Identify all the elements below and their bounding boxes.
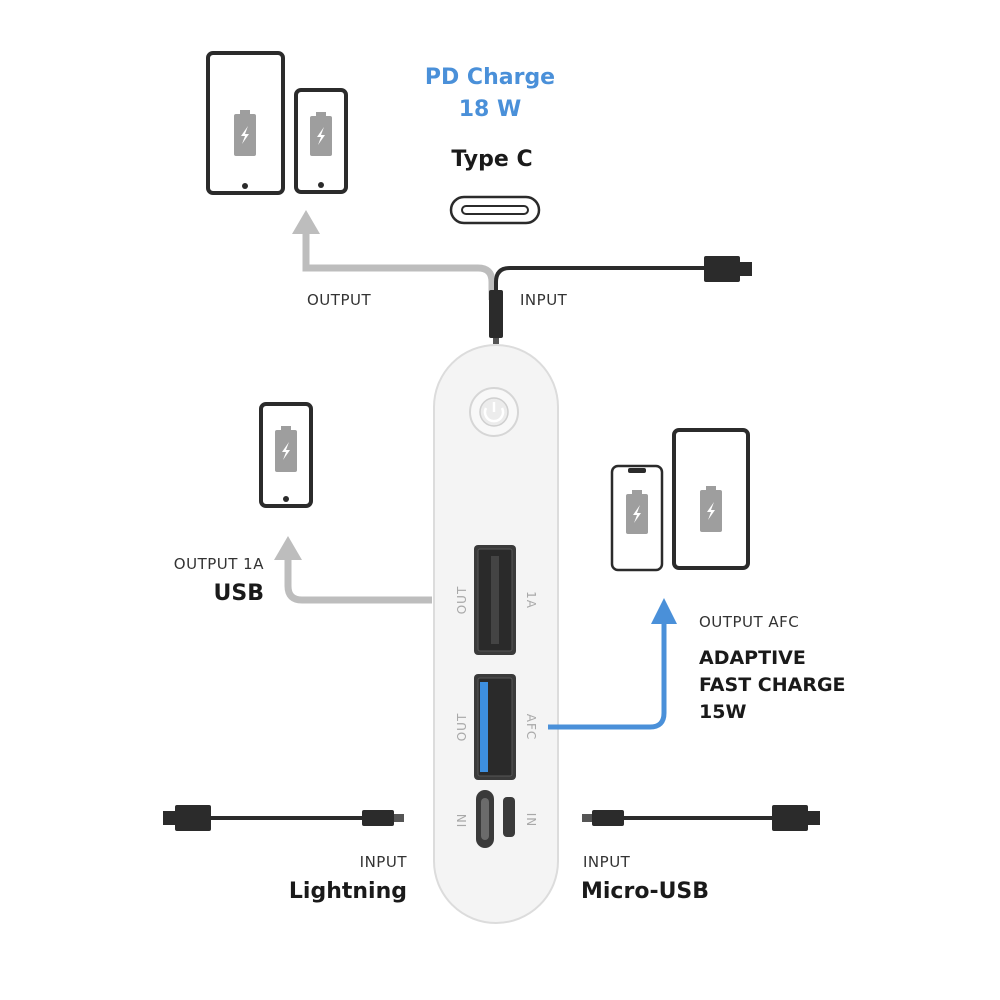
battery-bolt-icon xyxy=(234,110,256,156)
micro-usb-port-in[interactable] xyxy=(503,797,515,837)
micro-usb-input-cable xyxy=(582,805,820,831)
usb-output-big-label: USB xyxy=(214,581,264,606)
battery-bolt-icon xyxy=(700,486,722,532)
port-in-label-2: IN xyxy=(524,813,538,828)
input-label-top: INPUT xyxy=(520,291,568,309)
usb-output-small-label: OUTPUT 1A xyxy=(174,555,264,573)
power-button-icon[interactable] xyxy=(469,387,519,437)
usb-a-port-1a[interactable] xyxy=(474,545,516,655)
port-out-label-1: OUT xyxy=(455,586,469,615)
phone-icon-top xyxy=(294,88,348,194)
power-bank-device: OUT 1A OUT AFC IN IN xyxy=(433,344,559,924)
cable-plug-icon xyxy=(704,256,752,282)
phone-icon-left xyxy=(259,402,313,508)
afc-line2: FAST CHARGE xyxy=(699,674,846,696)
afc-line1: ADAPTIVE xyxy=(699,647,806,669)
port-out-label-2: OUT xyxy=(455,713,469,742)
afc-line3: 15W xyxy=(699,701,746,723)
usb-c-port-icon xyxy=(449,195,541,225)
battery-bolt-icon xyxy=(310,112,332,156)
afc-output-arrow xyxy=(548,598,677,730)
lightning-input-big-label: Lightning xyxy=(289,879,407,904)
pd-charge-label: PD Charge xyxy=(425,65,555,90)
micro-usb-input-small-label: INPUT xyxy=(583,853,631,871)
usb-c-port-in[interactable] xyxy=(476,790,494,848)
micro-usb-input-big-label: Micro-USB xyxy=(581,879,709,904)
output-label-top: OUTPUT xyxy=(307,291,371,309)
lightning-input-small-label: INPUT xyxy=(360,853,408,871)
tablet-icon-top xyxy=(206,51,285,195)
phone-icon-right xyxy=(610,464,664,572)
lightning-input-cable xyxy=(163,805,404,831)
input-cable-top xyxy=(489,256,752,344)
output-arrow-top xyxy=(292,210,496,300)
port-in-label-1: IN xyxy=(455,813,469,828)
output-arrow-left xyxy=(274,536,432,604)
type-c-label: Type C xyxy=(451,147,532,172)
tablet-icon-right xyxy=(672,428,750,570)
pd-watt-label: 18 W xyxy=(459,97,522,122)
usb-a-port-afc[interactable] xyxy=(474,674,516,780)
port-1a-label: 1A xyxy=(524,591,538,609)
battery-bolt-icon xyxy=(626,490,648,534)
cable-plug-icon xyxy=(163,805,211,831)
port-afc-label: AFC xyxy=(524,714,538,741)
battery-bolt-icon xyxy=(275,426,297,472)
afc-small-label: OUTPUT AFC xyxy=(699,613,799,631)
cable-plug-icon xyxy=(772,805,820,831)
